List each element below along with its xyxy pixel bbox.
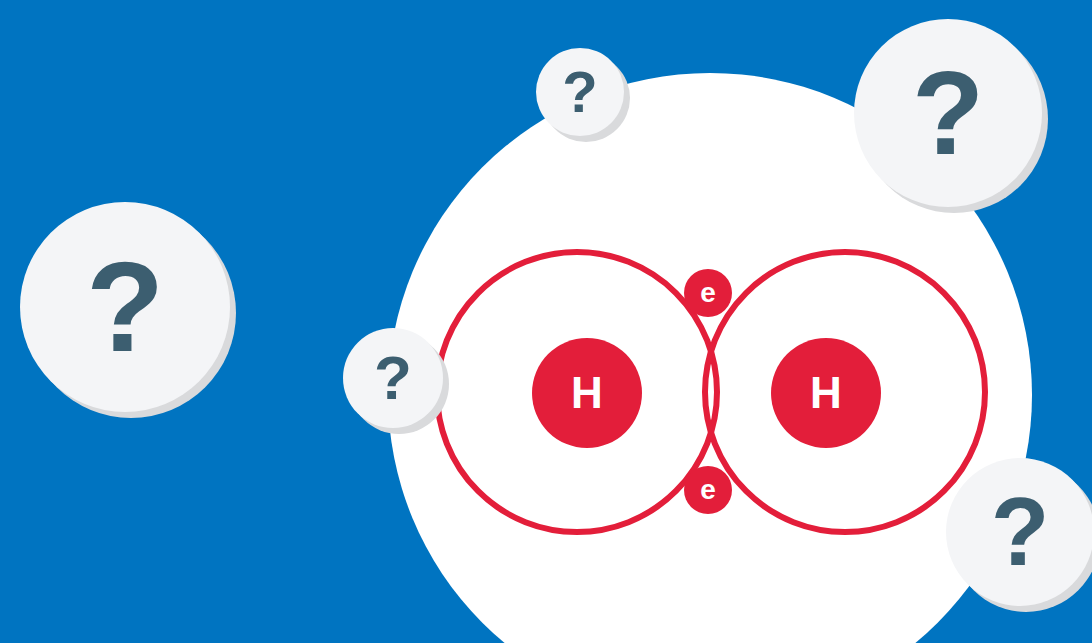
question-mark: ? xyxy=(374,347,412,409)
question-bubble: ? xyxy=(20,202,230,412)
atom-label: H xyxy=(810,371,842,415)
electron-shell xyxy=(705,252,985,532)
question-mark: ? xyxy=(86,243,164,371)
electron: e xyxy=(684,466,732,514)
hydrogen-nucleus: H xyxy=(532,338,642,448)
question-bubble: ? xyxy=(946,458,1092,606)
electron: e xyxy=(684,269,732,317)
question-mark: ? xyxy=(562,63,597,121)
atom-label: H xyxy=(571,371,603,415)
atom-label: e xyxy=(700,279,716,307)
question-bubble: ? xyxy=(854,19,1042,207)
hydrogen-nucleus: H xyxy=(771,338,881,448)
electron-shell xyxy=(437,252,717,532)
question-mark: ? xyxy=(991,484,1050,580)
atom-label: e xyxy=(700,476,716,504)
question-mark: ? xyxy=(912,54,984,172)
question-bubble: ? xyxy=(536,48,624,136)
question-bubble: ? xyxy=(343,328,443,428)
